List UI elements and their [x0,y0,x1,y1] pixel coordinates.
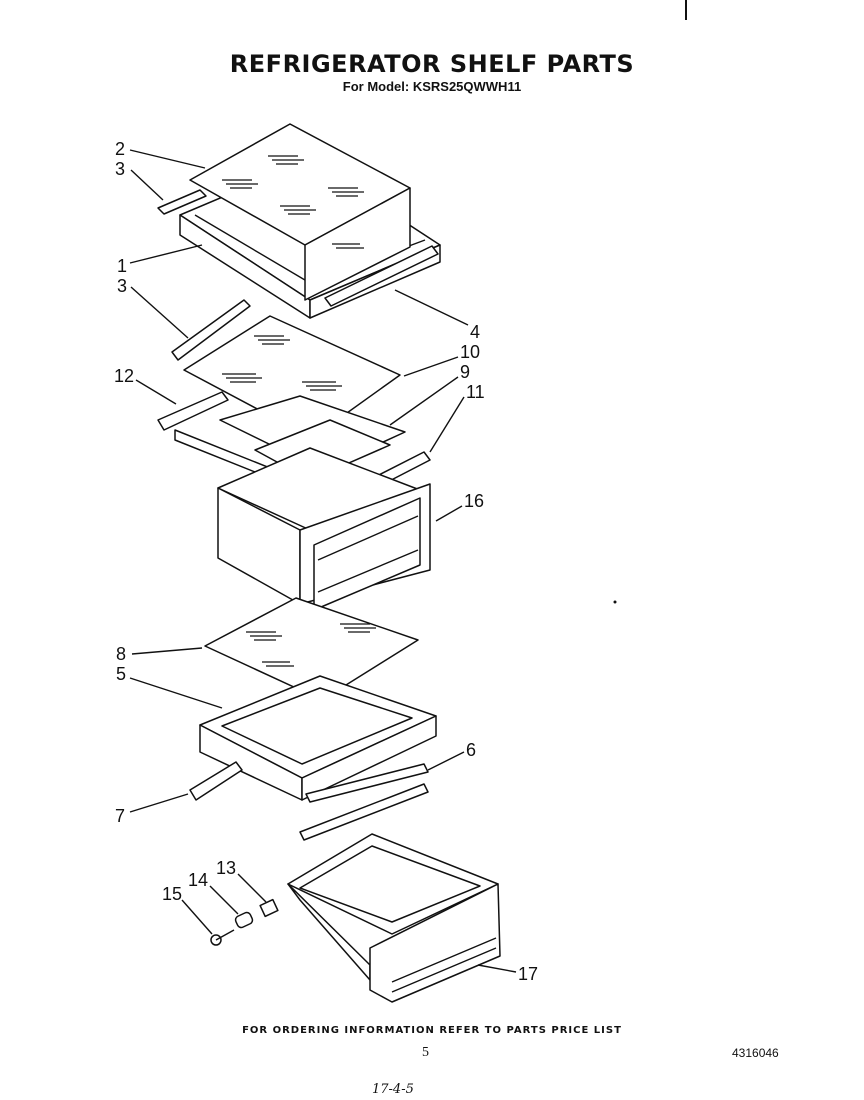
callout-14: 14 [188,870,208,890]
callout-6: 6 [466,740,476,760]
callout-10: 10 [460,342,480,362]
callout-4: 4 [470,322,480,342]
document-number: 4316046 [732,1046,779,1060]
ordering-note: FOR ORDERING INFORMATION REFER TO PARTS … [242,1025,622,1036]
part-17-pan [287,833,501,1003]
callout-12: 12 [114,366,134,386]
handwritten-note: 17-4-5 [372,1082,414,1097]
stray-dot [613,600,617,604]
part-3-trim-strip-upper [157,189,207,215]
callout-11: 11 [466,382,485,402]
callout-9: 9 [460,362,470,382]
part-13-fitting [259,898,279,918]
part-16-crisper-drawer [217,447,431,611]
callout-3-upper: 3 [115,159,125,179]
callout-15: 15 [162,884,182,904]
part-7-side-rail [189,761,243,801]
part-6-front-trim [299,763,429,841]
part-2-glass-shelf [189,123,411,301]
part-5-cover-frame [199,675,437,801]
part-3-trim-strip-lower [171,299,251,361]
model-subtitle: For Model: KSRS25QWWH11 [342,79,522,94]
callout-7: 7 [115,806,125,826]
callout-17: 17 [518,964,538,984]
callout-13: 13 [216,858,236,878]
part-14-roller [234,911,254,929]
callout-2: 2 [115,139,125,159]
callout-5: 5 [116,664,126,684]
leader-lines [129,149,517,973]
callout-16: 16 [464,491,484,511]
page-number: 5 [422,1045,429,1060]
part-8-glass-cover [204,597,419,701]
callout-8: 8 [116,644,126,664]
part-4-front-trim [324,245,439,307]
part-15-screw [210,929,235,946]
callout-1: 1 [117,256,127,276]
page-title: REFRIGERATOR SHELF PARTS [229,50,635,78]
callout-3-lower: 3 [117,276,127,296]
